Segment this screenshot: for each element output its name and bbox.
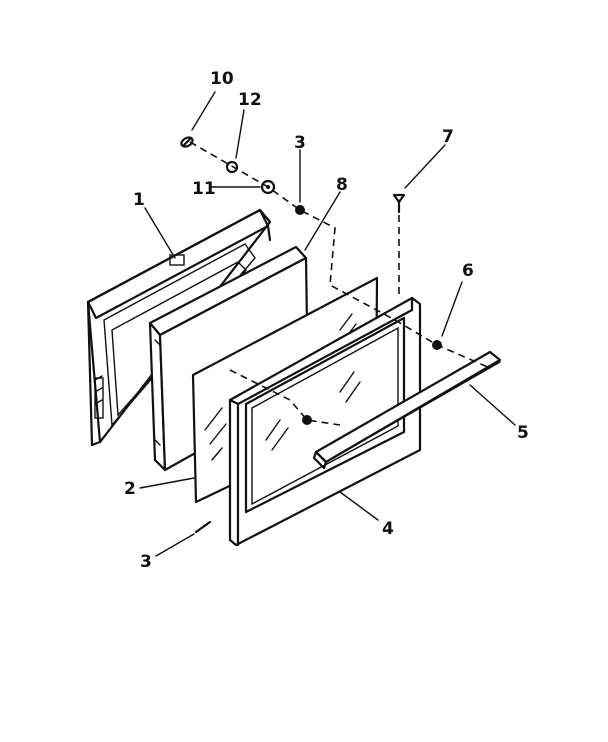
callout-2: 2 <box>124 479 136 499</box>
callout-3-bottom: 3 <box>140 552 152 572</box>
callout-8: 8 <box>336 175 348 195</box>
leader-lines <box>139 91 516 557</box>
callout-4: 4 <box>382 519 394 539</box>
callout-1: 1 <box>133 190 145 210</box>
part-3-bottom-clip <box>194 520 212 534</box>
callout-10: 10 <box>210 69 234 89</box>
assembly-lines <box>189 141 491 426</box>
part-10-screw <box>180 136 194 148</box>
callout-11: 11 <box>192 179 216 199</box>
callouts: 1 2 3 3 4 5 6 7 8 10 11 12 <box>124 69 529 572</box>
callout-3-top: 3 <box>294 133 306 153</box>
callout-12: 12 <box>238 90 262 110</box>
callout-5: 5 <box>517 423 529 443</box>
callout-7: 7 <box>442 127 454 147</box>
part-5-handle <box>312 350 502 470</box>
callout-6: 6 <box>462 261 474 281</box>
part-7-screw <box>392 193 406 214</box>
part-4-door-frame <box>228 296 422 547</box>
